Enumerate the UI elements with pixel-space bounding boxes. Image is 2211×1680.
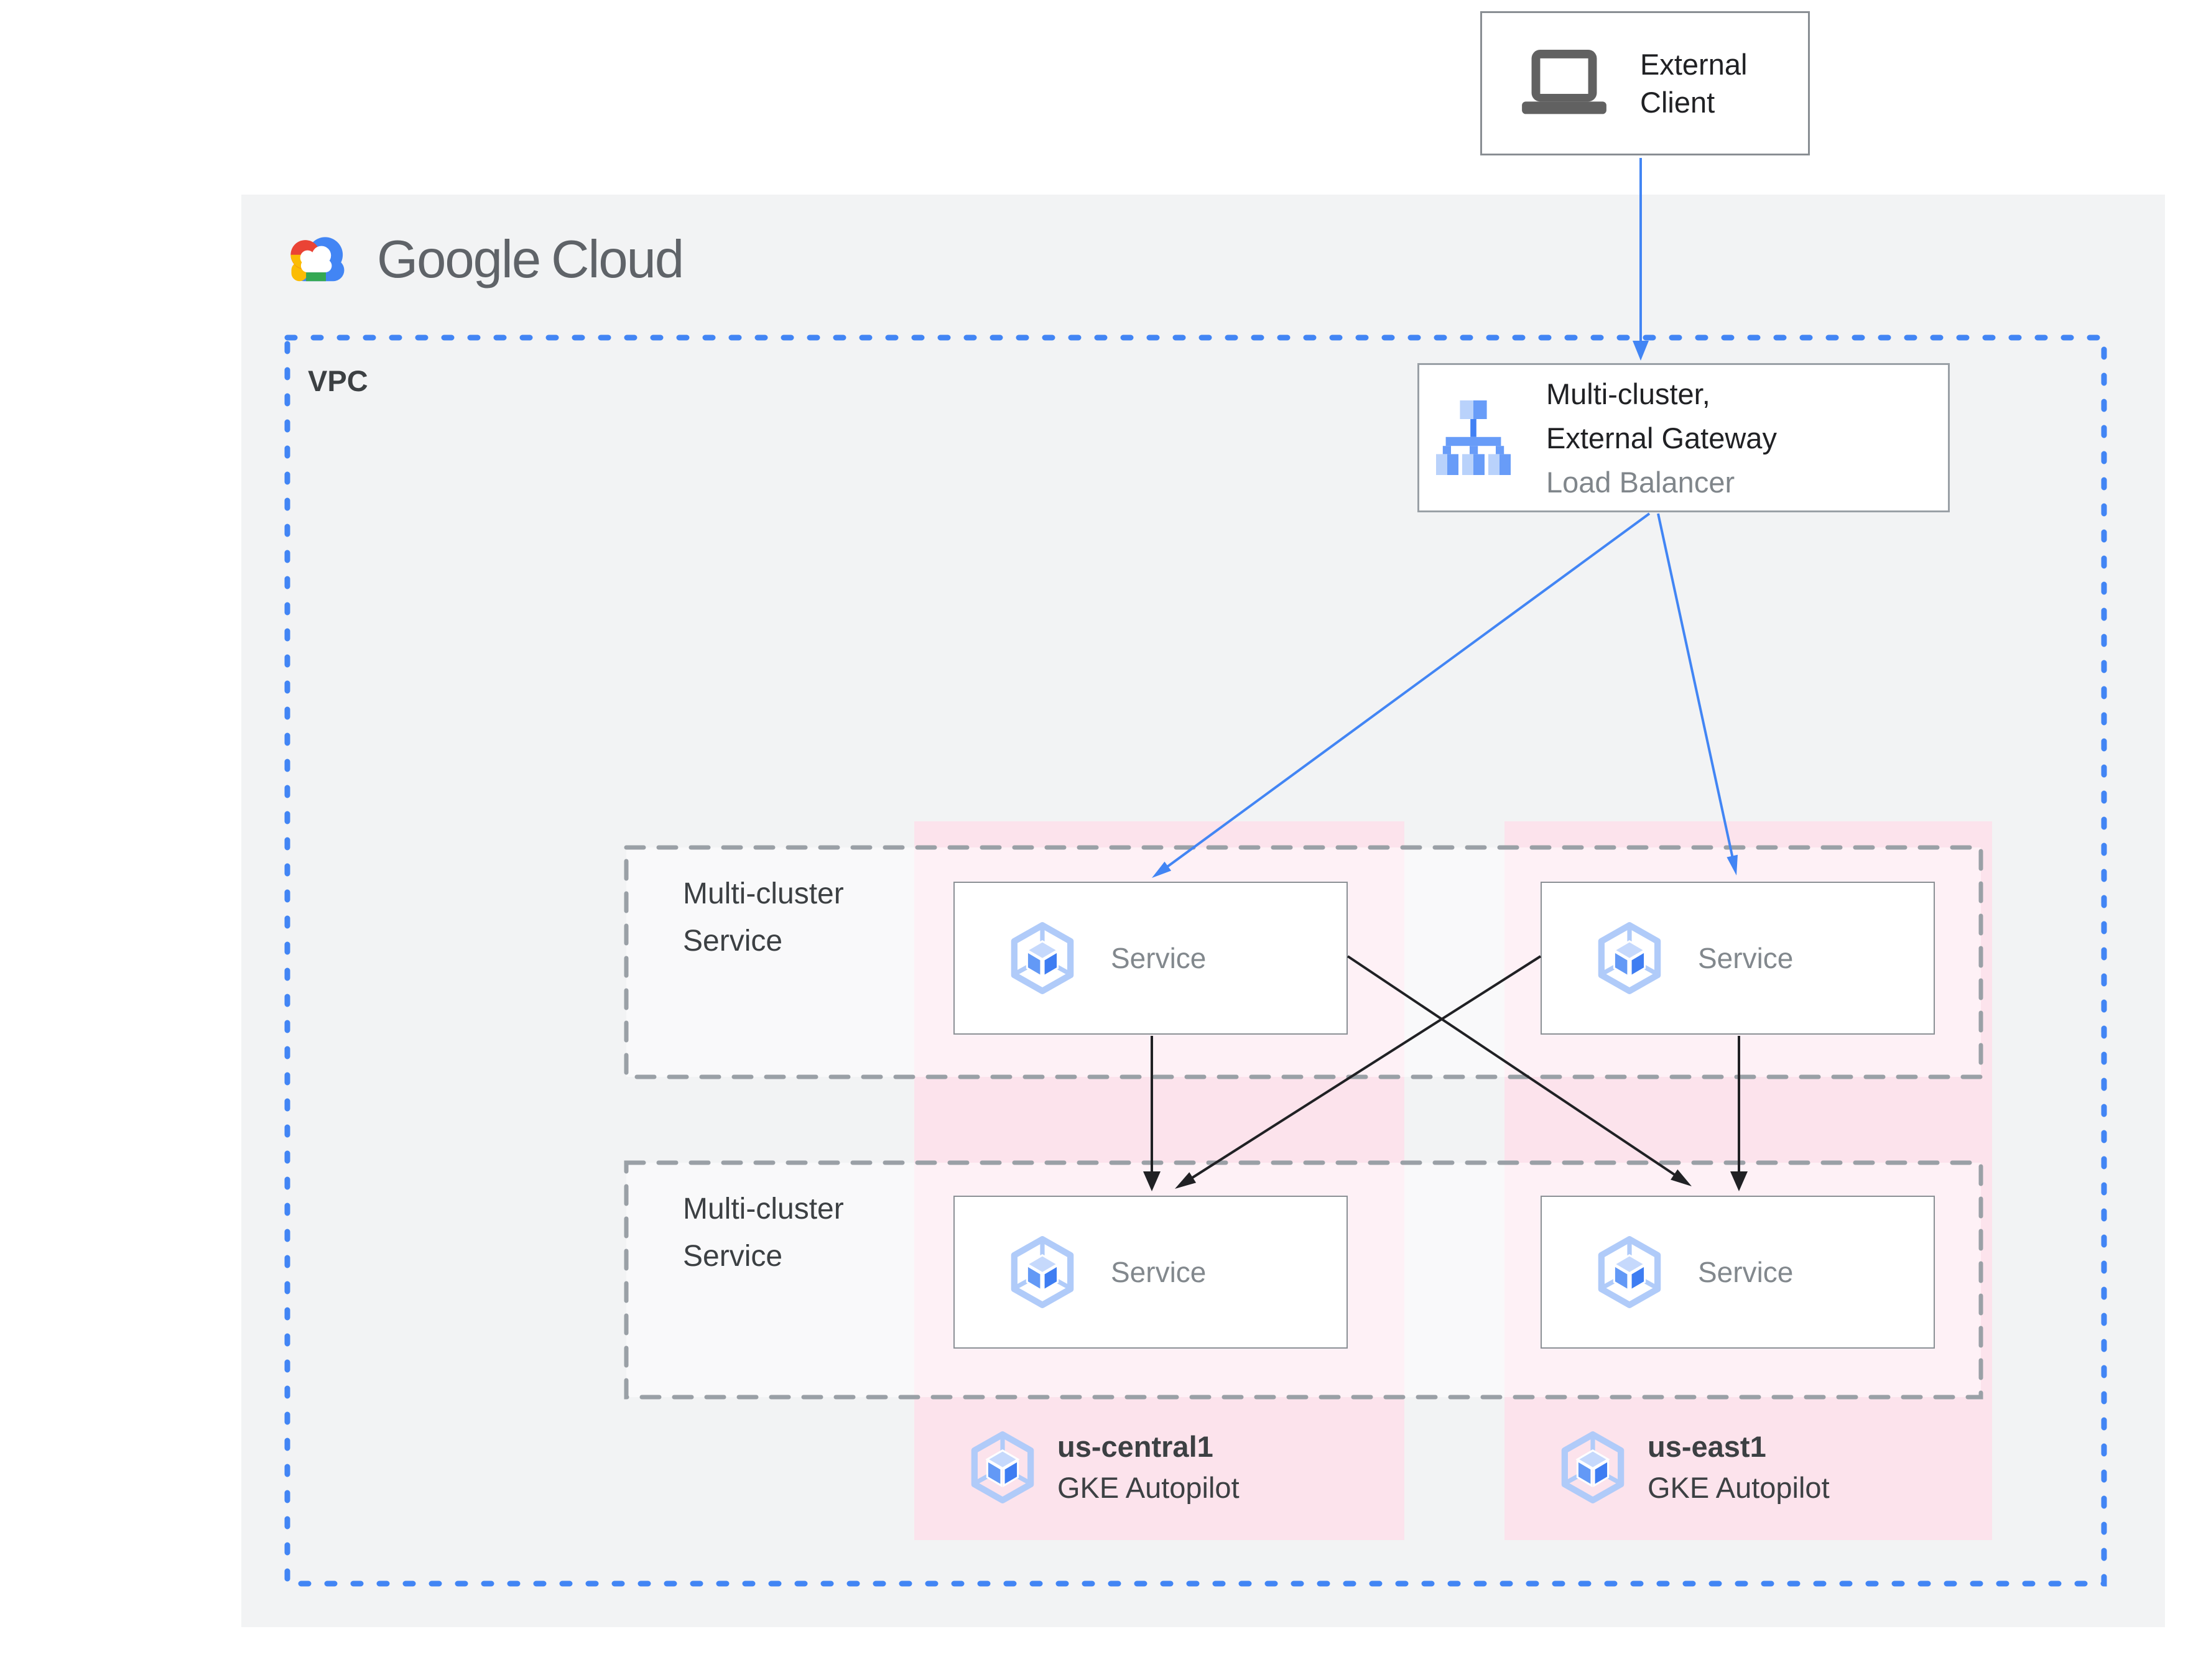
laptop-icon (1522, 50, 1606, 114)
service-node-us-east1-bottom: Service (1541, 1196, 1935, 1349)
load-balancer-title-line2: External Gateway (1546, 421, 1777, 455)
region2-platform: GKE Autopilot (1648, 1471, 1830, 1504)
external-client-node: External Client (1480, 11, 1810, 155)
region1-name: us-central1 (1057, 1430, 1213, 1463)
service-node-us-central1-bottom: Service (953, 1196, 1348, 1349)
service-label: Service (1698, 1256, 1794, 1288)
region2-text: us-east1 GKE Autopilot (1648, 1426, 1830, 1508)
load-balancer-subtitle: Load Balancer (1546, 465, 1735, 499)
google-cloud-logo-icon (290, 237, 345, 282)
region-label-us-central1: us-central1 GKE Autopilot (970, 1426, 1240, 1508)
gke-cluster-icon (1560, 1431, 1625, 1504)
gke-cluster-icon (970, 1431, 1035, 1504)
service-label: Service (1698, 942, 1794, 974)
load-balancer-title-line1: Multi-cluster, (1546, 377, 1710, 410)
service-label: Service (1111, 1256, 1207, 1288)
group2-line2: Service (683, 1240, 783, 1273)
gke-service-icon (1597, 1235, 1662, 1309)
external-client-label: External Client (1640, 45, 1747, 121)
load-balancer-label: Multi-cluster, External Gateway Load Bal… (1546, 372, 1777, 504)
logo-product-text: Cloud (551, 230, 684, 289)
multi-cluster-service-label-1: Multi-cluster Service (683, 870, 844, 965)
gke-service-icon (1010, 1235, 1075, 1309)
vpc-label: VPC (308, 364, 368, 397)
service-node-us-central1-top: Service (953, 882, 1348, 1035)
group1-line1: Multi-cluster (683, 877, 844, 910)
region1-text: us-central1 GKE Autopilot (1057, 1426, 1240, 1508)
service-label: Service (1111, 942, 1207, 974)
load-balancer-node: Multi-cluster, External Gateway Load Bal… (1417, 363, 1950, 512)
group1-line2: Service (683, 925, 783, 958)
multi-cluster-service-label-2: Multi-cluster Service (683, 1186, 844, 1280)
external-client-line1: External (1640, 48, 1748, 81)
group2-line1: Multi-cluster (683, 1193, 844, 1225)
gke-service-icon (1010, 921, 1075, 995)
region-label-us-east1: us-east1 GKE Autopilot (1560, 1426, 1830, 1508)
load-balancer-icon (1436, 400, 1511, 475)
region2-name: us-east1 (1648, 1430, 1766, 1463)
region1-platform: GKE Autopilot (1057, 1471, 1240, 1504)
logo-brand-text: Google (377, 230, 541, 289)
gke-service-icon (1597, 921, 1662, 995)
external-client-line2: Client (1640, 86, 1715, 119)
service-node-us-east1-top: Service (1541, 882, 1935, 1035)
